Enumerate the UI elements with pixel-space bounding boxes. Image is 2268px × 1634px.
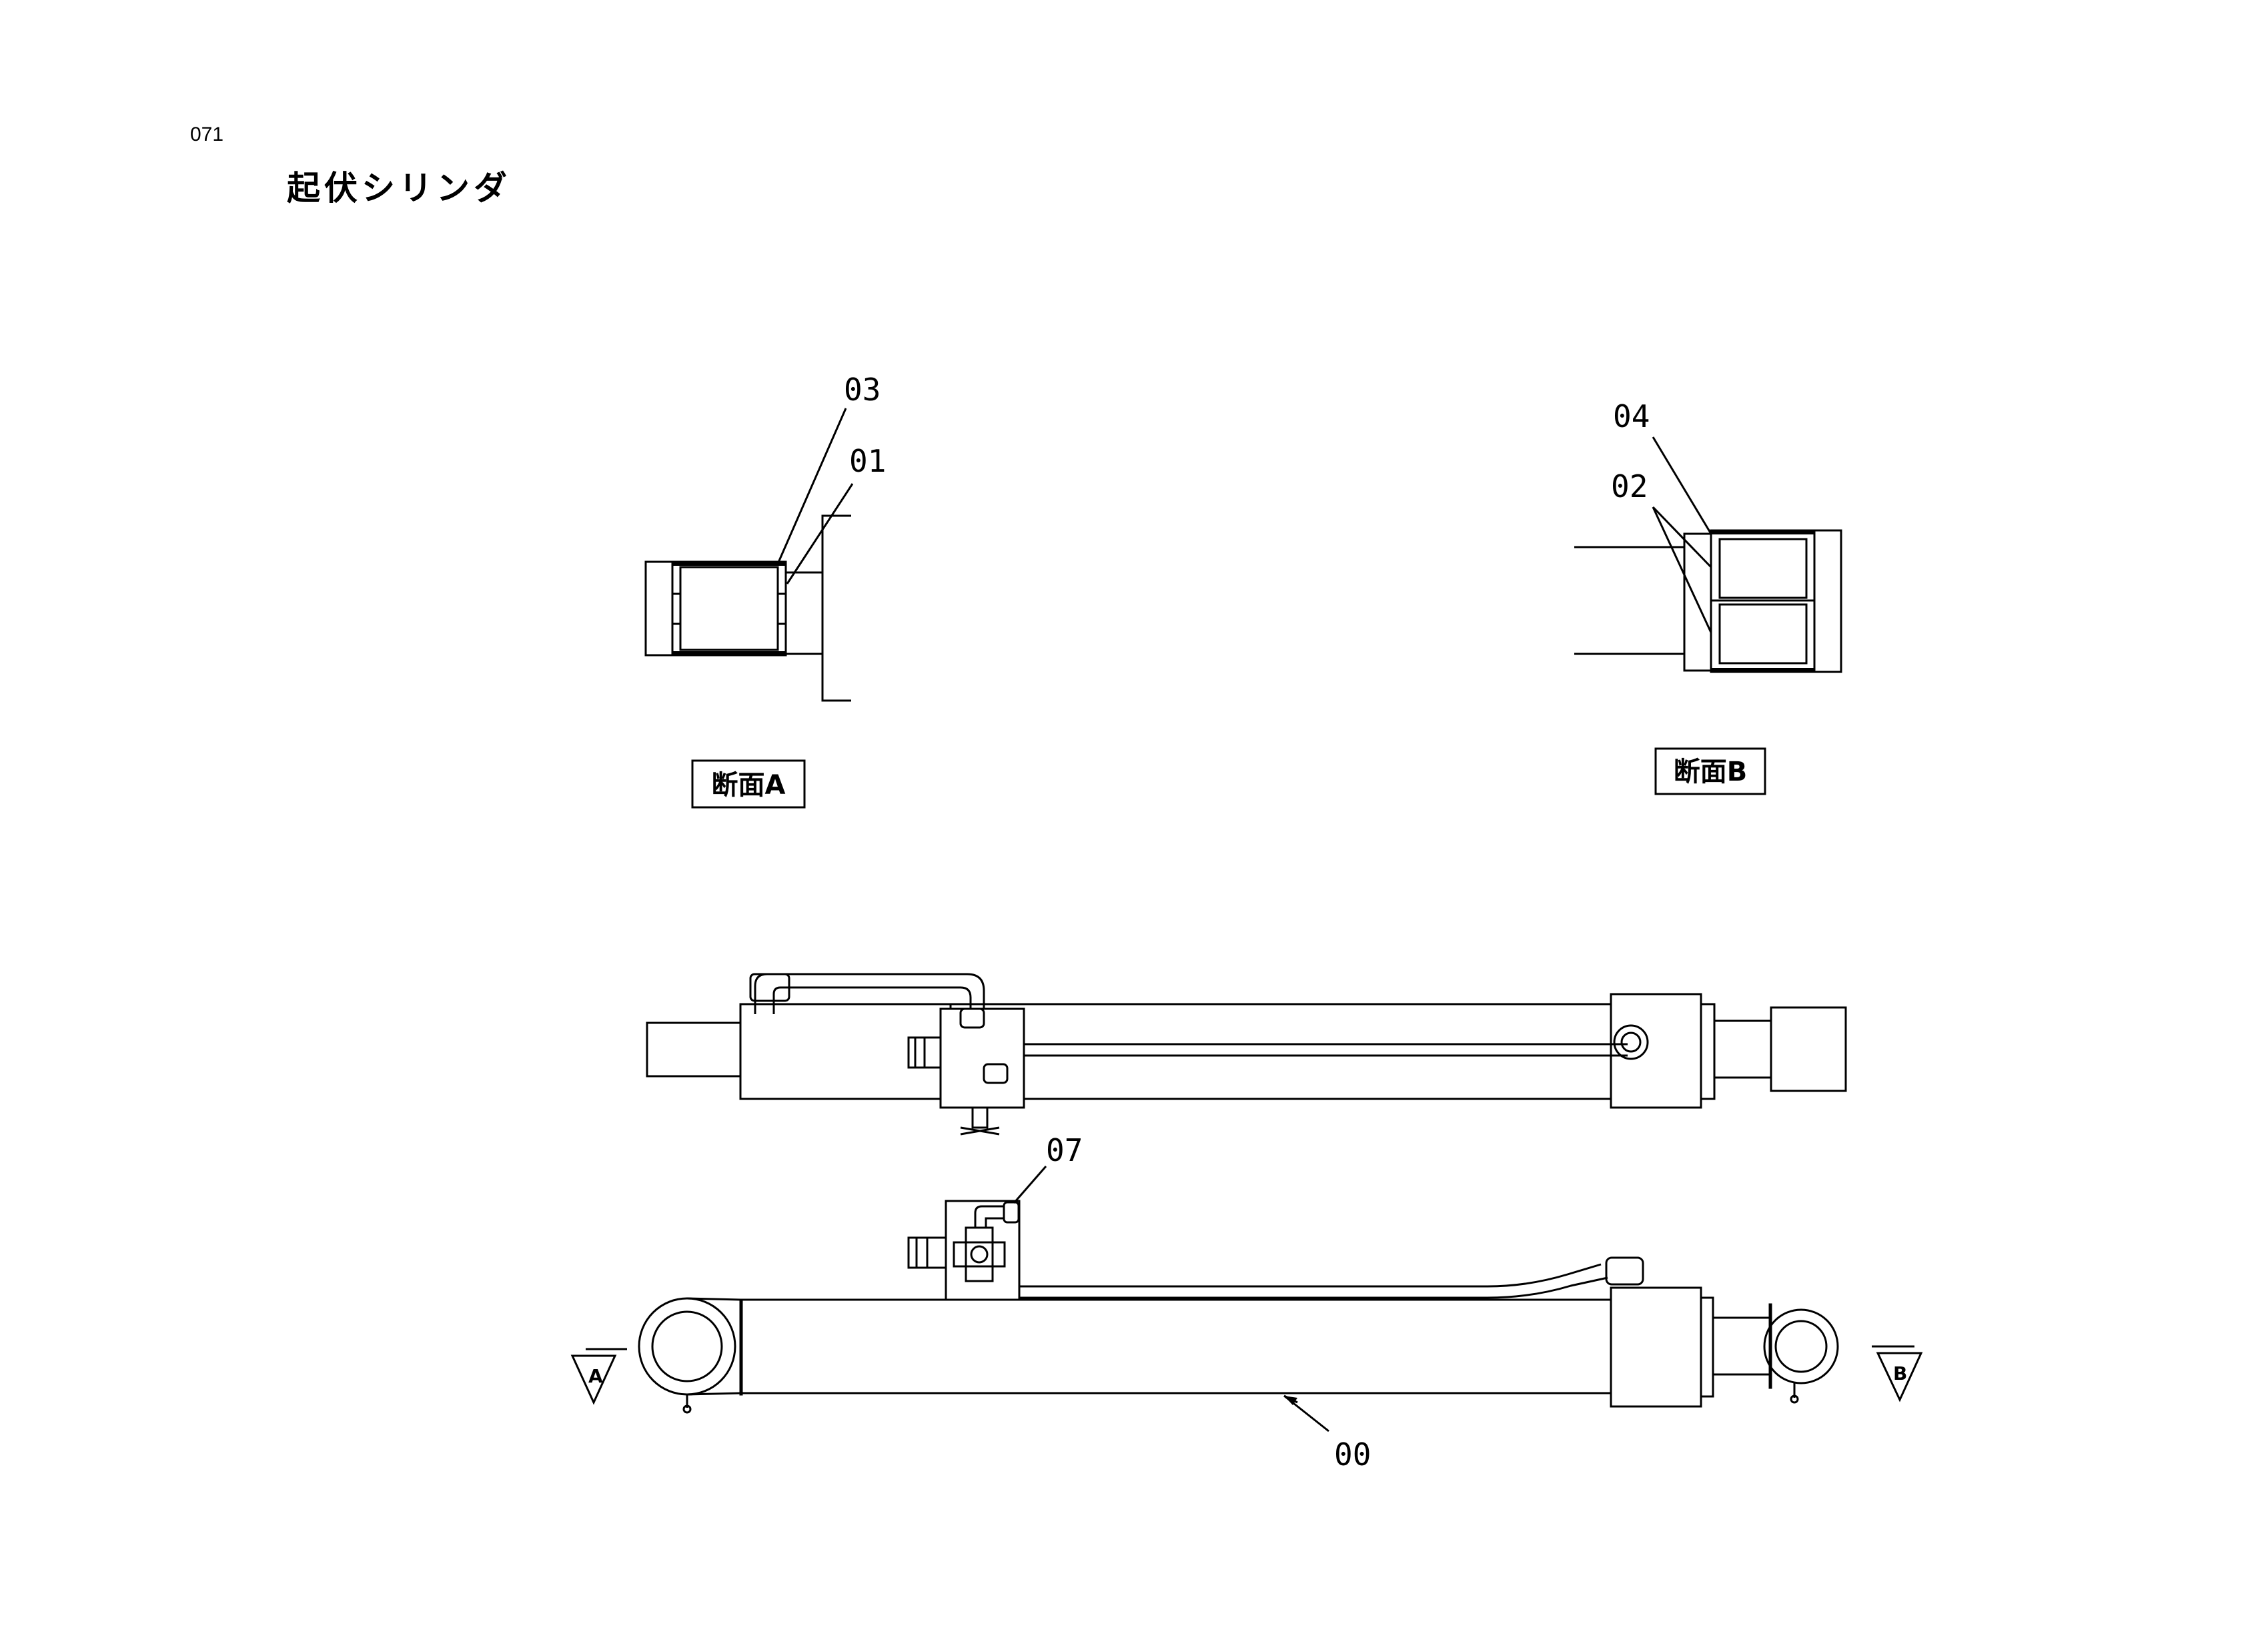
valve-block-side: [945, 1200, 1021, 1301]
valve-cross-fitting: [965, 1226, 994, 1282]
section-marker-b[interactable]: B: [1872, 1345, 1923, 1402]
section-b-chamber-bottom: [1718, 603, 1808, 665]
cylinder-side-view: 07 00: [638, 1132, 1839, 1473]
part-label-03: 03: [844, 372, 881, 408]
cylinder-head: [739, 1003, 952, 1100]
part-label-00: 00: [1334, 1437, 1371, 1473]
rod-eye-right-side: [1763, 1308, 1839, 1384]
rod-eye-left: [638, 1297, 736, 1396]
elbow-fitting-07: [974, 1205, 1004, 1228]
section-a-label: 断面A: [712, 770, 786, 801]
part-label-07: 07: [1046, 1132, 1083, 1168]
section-a-inner: [679, 566, 779, 651]
leader-07: [1013, 1166, 1047, 1204]
section-b-detail: 04 02 断面B: [1574, 398, 1842, 795]
cylinder-gland-side: [1610, 1286, 1702, 1408]
hydraulic-pipe-side: [1019, 1263, 1602, 1288]
section-a-body: [671, 560, 787, 657]
section-b-end-plate: [1813, 529, 1842, 673]
piston-rod-side: [1712, 1316, 1771, 1376]
cylinder-tube-side: [739, 1298, 1612, 1394]
leader-04: [1652, 436, 1712, 534]
section-a-label-box: [691, 759, 806, 809]
section-b-chamber-top: [1718, 538, 1808, 599]
section-b-label: 断面B: [1674, 757, 1748, 787]
section-a-detail: 03 01 断面A: [644, 372, 886, 809]
cylinder-gland: [1610, 993, 1702, 1109]
leader-01: [786, 483, 854, 584]
piston-rod: [1713, 1019, 1772, 1079]
section-b-label-box: [1654, 747, 1766, 795]
drawing-title: 起伏シリンダ: [287, 169, 511, 208]
cylinder-tube: [949, 1003, 1612, 1100]
section-marker-a[interactable]: A: [570, 1348, 627, 1405]
valve-fitting-bottom: [983, 1063, 1009, 1084]
section-a-flange: [821, 514, 851, 702]
rod-stub-left: [646, 1022, 742, 1078]
leader-03: [776, 408, 847, 564]
leader-02b: [1652, 506, 1712, 633]
section-marker-b-label: B: [1893, 1362, 1907, 1384]
part-label-02: 02: [1611, 468, 1648, 504]
part-label-04: 04: [1613, 398, 1650, 434]
section-a-end-plate: [644, 560, 674, 657]
hydraulic-pipe-loop: [754, 973, 985, 1021]
page-number: 071: [190, 123, 224, 145]
section-marker-a-label: A: [588, 1365, 603, 1387]
rod-eye-right: [1770, 1006, 1847, 1092]
valve-fitting-top: [959, 1007, 985, 1029]
cylinder-top-view: [646, 973, 1847, 1136]
section-a-collar: [784, 571, 824, 655]
leader-02a: [1652, 506, 1712, 568]
part-label-01: 01: [849, 443, 886, 479]
valve-block: [939, 1007, 1025, 1109]
